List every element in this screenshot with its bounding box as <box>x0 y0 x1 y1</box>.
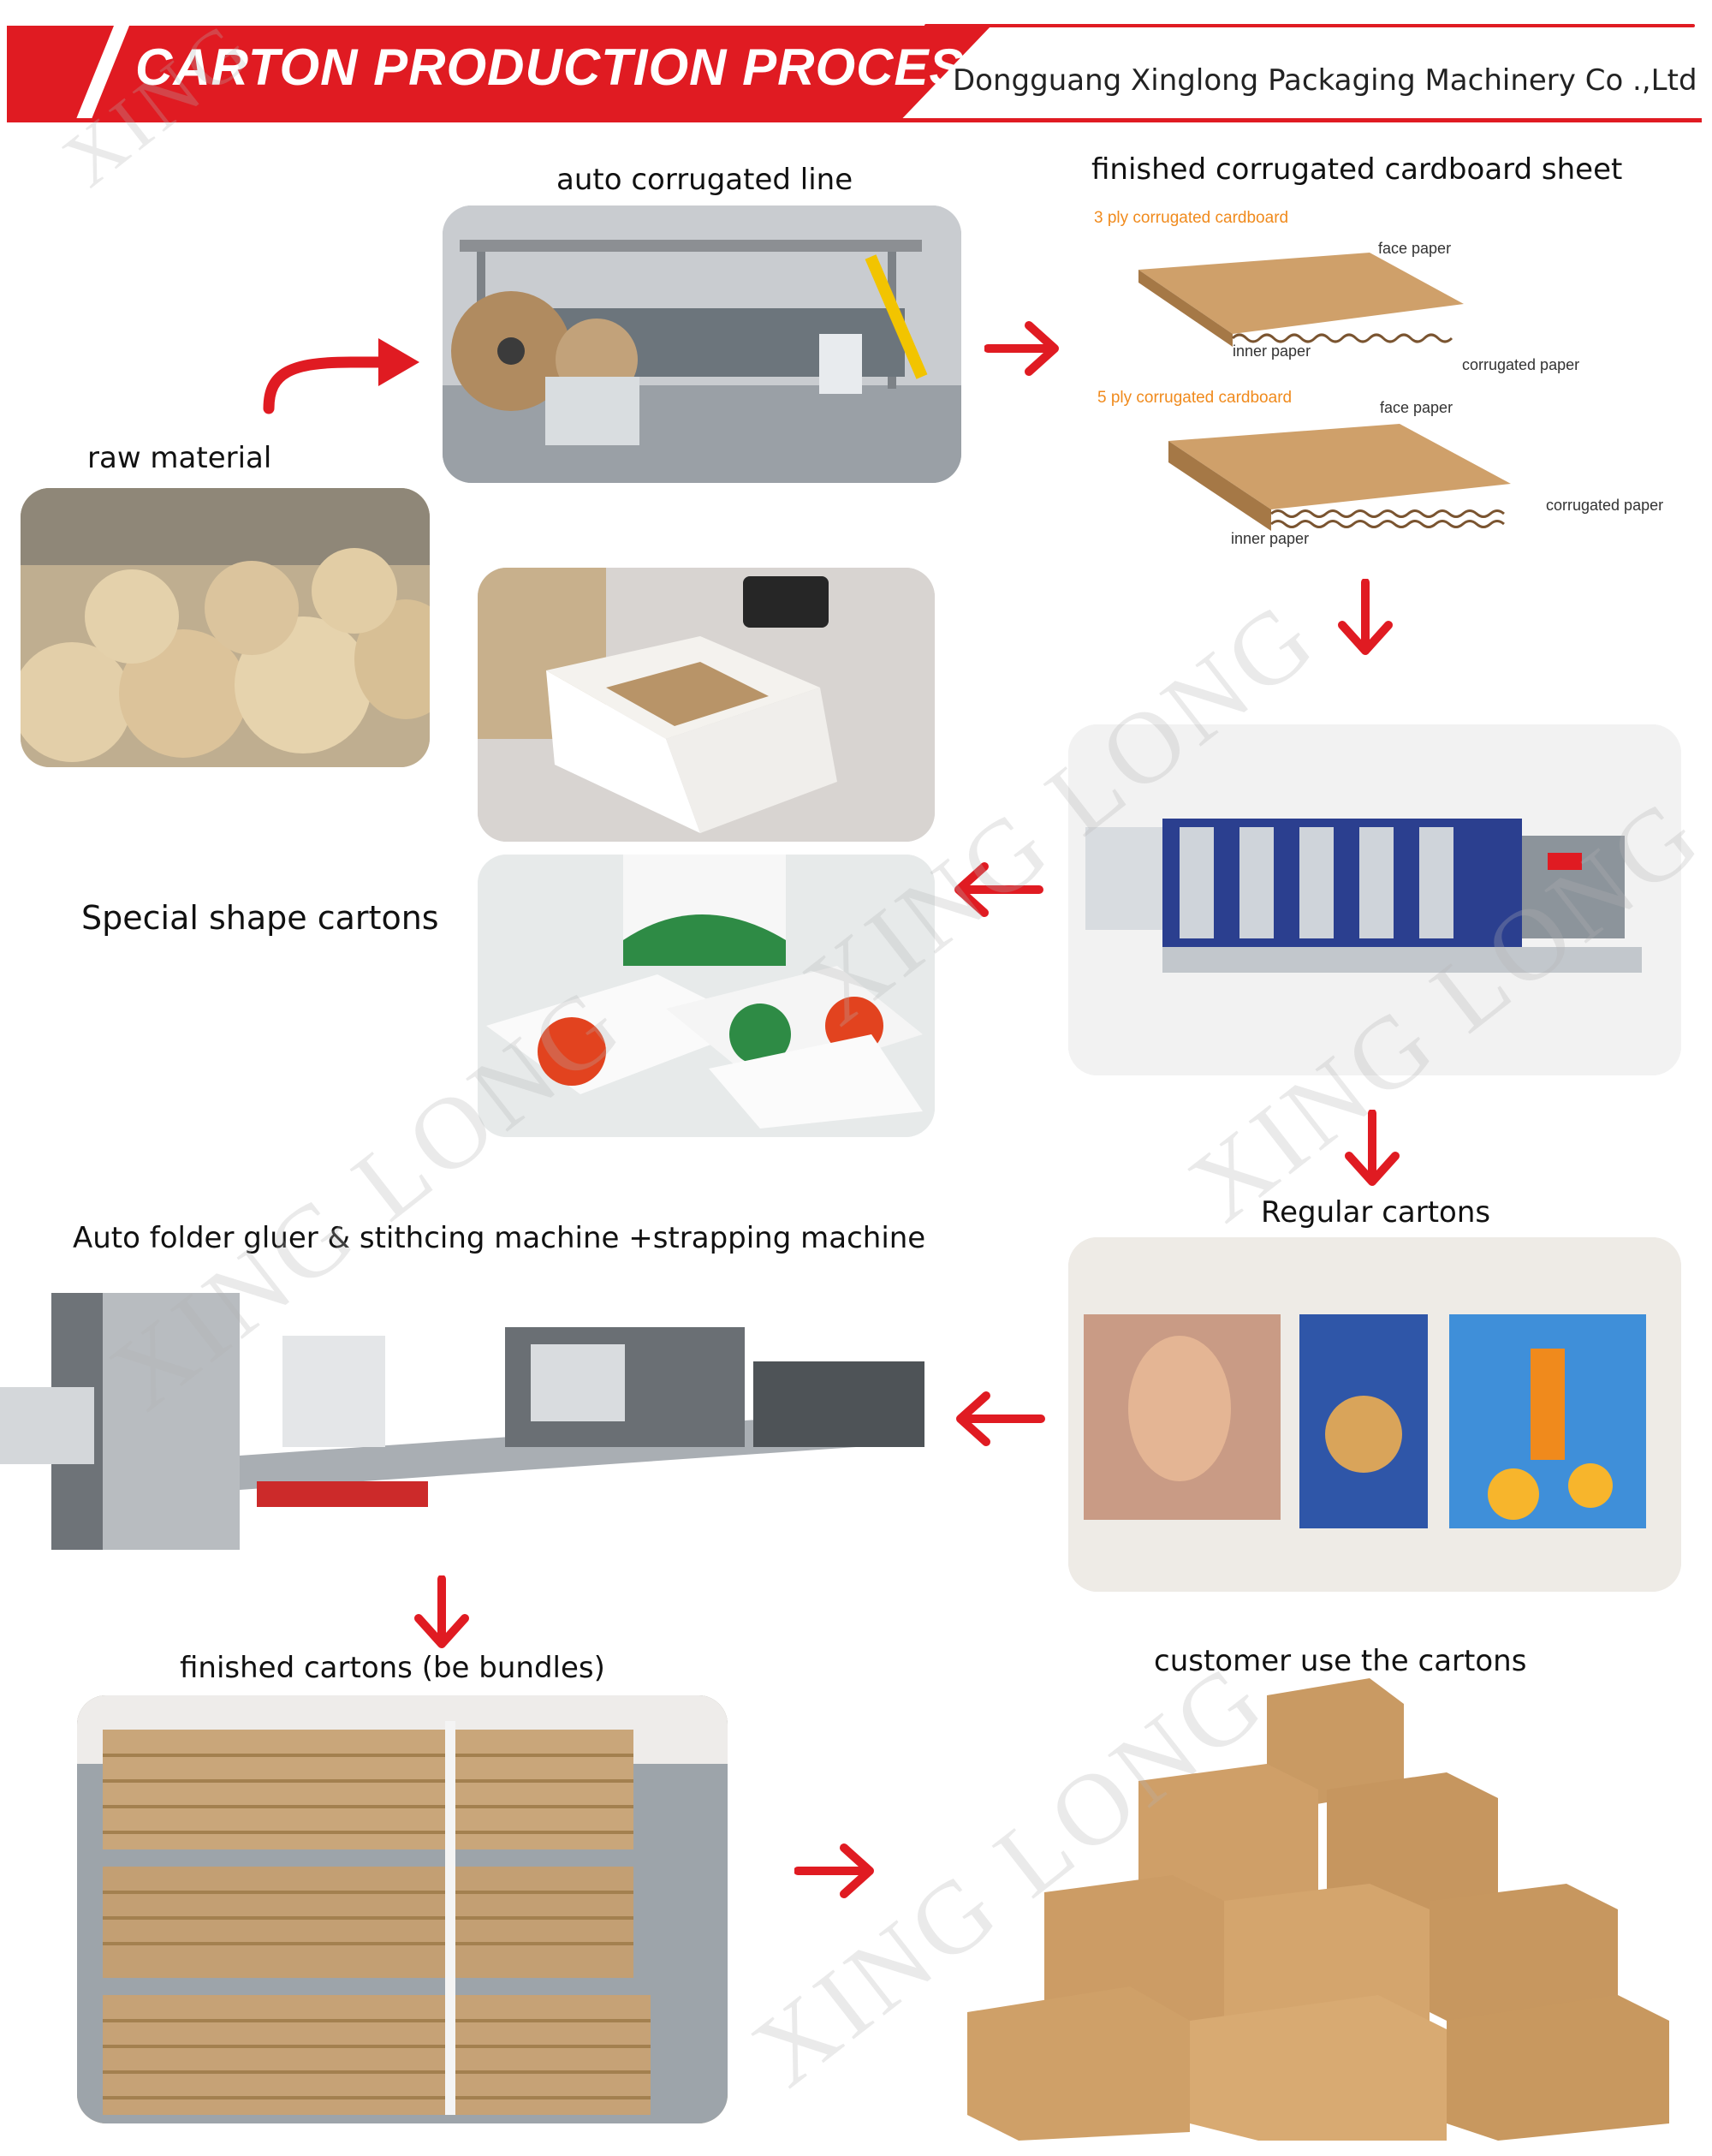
ply5-inner-paper: inner paper <box>1231 530 1310 547</box>
arrow-regular-to-gluer <box>956 1391 1045 1446</box>
regular-cartons-photo <box>1068 1237 1681 1592</box>
header-rule <box>7 118 1702 122</box>
ply5-board-graphic <box>1168 424 1511 531</box>
folder-gluer-photo <box>0 1284 933 1567</box>
header-rule-top <box>924 24 1695 27</box>
label-corrugated-line: auto corrugated line <box>556 163 853 197</box>
ply3-face-paper: face paper <box>1378 240 1452 257</box>
ply5-corrugated-paper: corrugated paper <box>1546 497 1664 514</box>
cardboard-diagram: 3 ply corrugated cardboard face paper in… <box>1087 205 1686 565</box>
raw-material-photo <box>21 488 430 767</box>
ply3-board-graphic <box>1138 253 1464 347</box>
printer-slotter-photo <box>1068 724 1681 1075</box>
ply3-inner-paper: inner paper <box>1233 342 1311 360</box>
arrow-gluer-to-bundles <box>414 1575 469 1648</box>
label-finished-cartons: finished cartons (be bundles) <box>180 1651 605 1685</box>
corrugated-line-photo <box>443 205 961 483</box>
header-banner <box>7 26 991 118</box>
label-special-shape: Special shape cartons <box>81 899 439 937</box>
label-folder-gluer: Auto folder gluer & stithcing machine +s… <box>73 1221 926 1255</box>
finished-bundles-photo <box>77 1695 728 2123</box>
ply5-face-paper: face paper <box>1380 399 1453 416</box>
label-regular-cartons: Regular cartons <box>1261 1195 1491 1230</box>
arrow-sheet-to-printer <box>1338 579 1393 655</box>
page-title: CARTON PRODUCTION PROCESS <box>135 39 1000 96</box>
arrow-bundles-to-customer <box>794 1843 874 1898</box>
special-carton-pizza-photo <box>478 855 935 1137</box>
company-name: Dongguang Xinglong Packaging Machinery C… <box>953 63 1697 98</box>
customer-boxes-photo <box>967 1678 1678 2141</box>
special-carton-box-photo <box>478 568 935 842</box>
arrow-printer-to-special <box>954 862 1043 917</box>
label-customer: customer use the cartons <box>1154 1644 1527 1678</box>
arrow-line-to-sheet <box>984 321 1059 376</box>
ply3-title: 3 ply corrugated cardboard <box>1094 209 1289 227</box>
arrow-raw-to-line <box>263 338 419 414</box>
ply3-corrugated-paper: corrugated paper <box>1462 356 1580 373</box>
label-cardboard-sheet: finished corrugated cardboard sheet <box>1091 152 1623 187</box>
label-raw-material: raw material <box>87 441 272 475</box>
arrow-printer-to-regular <box>1345 1110 1400 1186</box>
ply5-title: 5 ply corrugated cardboard <box>1097 389 1293 407</box>
